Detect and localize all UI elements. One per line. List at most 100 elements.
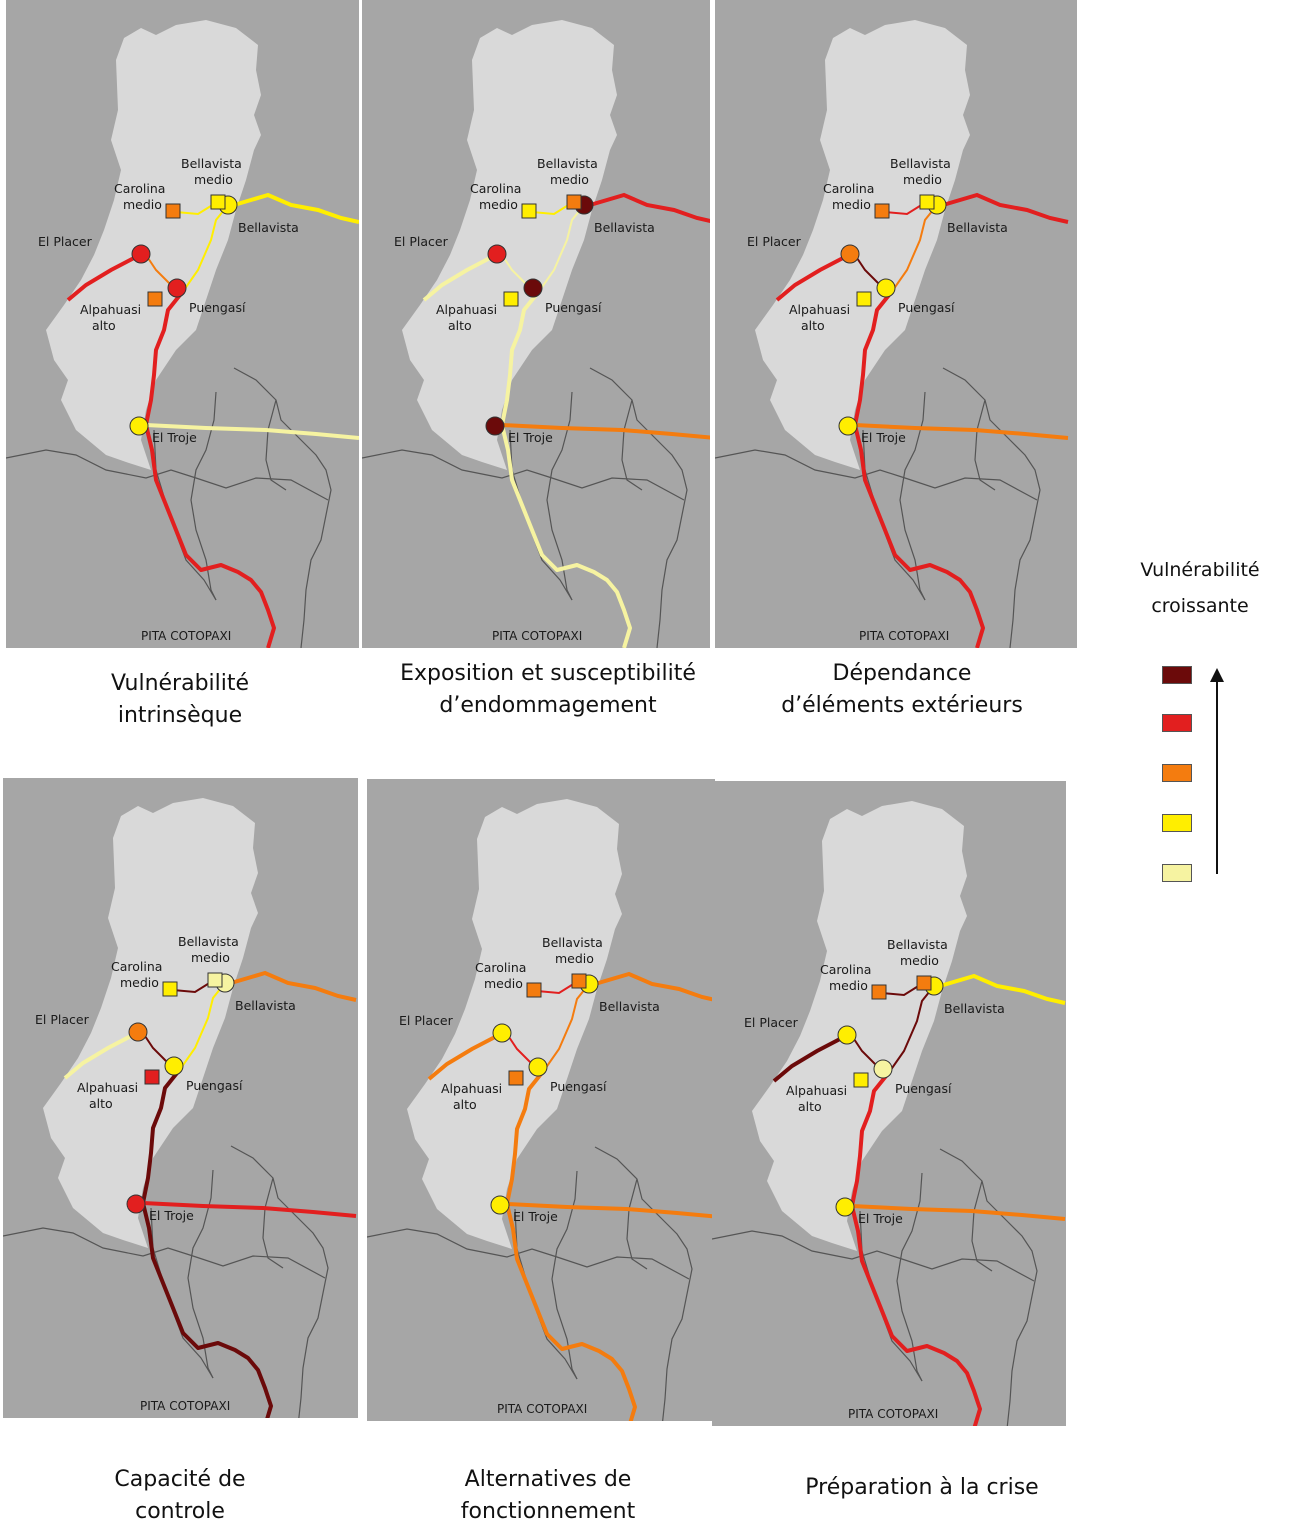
network-carolina-link — [531, 203, 571, 216]
legend-swatch-2 — [1162, 714, 1192, 732]
network-east-bellavista — [230, 970, 357, 1002]
caption-1: Vulnérabilité intrinsèque — [110, 671, 250, 728]
territory-area — [46, 20, 261, 470]
network-carolina-link — [881, 984, 921, 997]
district-boundary — [974, 399, 996, 491]
label-pita-cotopaxi: PITA COTOPAXI — [141, 629, 231, 643]
label-el-placer: El Placer — [38, 234, 93, 249]
label-puengasi: Puengasí — [550, 1079, 607, 1094]
district-boundary — [230, 1145, 329, 1418]
legend-title: Vulnérabilité croissante — [1140, 559, 1260, 617]
label-pita-cotopaxi: PITA COTOPAXI — [859, 629, 949, 643]
network-east-troje — [501, 423, 710, 440]
node-bellavista-medio — [571, 973, 587, 989]
district-boundary — [265, 399, 287, 491]
legend-swatch-3 — [1162, 764, 1192, 782]
label-el-troje: El Troje — [861, 430, 906, 445]
network-main-north — [141, 1066, 183, 1204]
label-bellavista-medio-1: Bellavista — [537, 156, 598, 171]
label-alpahuasi-alto-1: Alpahuasi — [789, 302, 850, 317]
label-bellavista-medio-1: Bellavista — [542, 935, 603, 950]
label-bellavista: Bellavista — [599, 999, 660, 1014]
network-east-troje — [145, 423, 359, 440]
label-alpahuasi-alto-1: Alpahuasi — [80, 302, 141, 317]
label-carolina-medio-2: medio — [832, 197, 871, 212]
node-puengasi — [873, 1059, 893, 1079]
district-boundary — [153, 429, 217, 601]
increasing-arrow — [1216, 678, 1218, 874]
network-carolina-link — [536, 982, 576, 995]
district-boundary — [262, 1177, 284, 1269]
label-bellavista: Bellavista — [594, 220, 655, 235]
label-bellavista-medio-1: Bellavista — [178, 934, 239, 949]
map-svg: BellavistamedioCarolinamedioBellavistaEl… — [712, 801, 1066, 1426]
network-puengasi-bellavista — [539, 204, 585, 291]
node-el-troje — [126, 1194, 146, 1214]
node-el-troje — [490, 1195, 510, 1215]
caption-5: Alternatives de fonctionnement — [460, 1467, 636, 1524]
label-bellavista: Bellavista — [944, 1001, 1005, 1016]
label-el-troje: El Troje — [858, 1211, 903, 1226]
label-pita-cotopaxi: PITA COTOPAXI — [848, 1407, 938, 1421]
network-carolina-link — [884, 203, 924, 216]
network-carolina-link — [172, 981, 212, 994]
node-el-troje — [835, 1197, 855, 1217]
district-boundary — [233, 367, 332, 648]
label-el-troje: El Troje — [152, 430, 197, 445]
district-boundary — [621, 399, 643, 491]
network-main-south — [505, 1203, 637, 1421]
legend-swatch-5 — [1162, 864, 1192, 882]
map-svg: BellavistamedioCarolinamedioBellavistaEl… — [3, 798, 357, 1418]
network-east-bellavista — [589, 192, 710, 223]
caption-4: Capacité de controle — [114, 1467, 246, 1524]
label-alpahuasi-alto-2: alto — [801, 318, 825, 333]
district-boundary — [862, 429, 926, 601]
network-main-north — [500, 288, 542, 426]
node-el-placer — [837, 1025, 857, 1045]
network-east-troje — [854, 423, 1069, 440]
label-alpahuasi-alto-2: alto — [453, 1097, 477, 1112]
label-el-troje: El Troje — [508, 430, 553, 445]
map-svg: BellavistamedioCarolinamedioBellavistaEl… — [367, 799, 715, 1421]
node-carolina-medio — [871, 984, 887, 1000]
label-carolina-medio-1: Carolina — [114, 181, 165, 196]
node-el-troje — [485, 416, 505, 436]
map-svg: BellavistamedioCarolinamedioBellavistaEl… — [6, 20, 359, 648]
label-alpahuasi-alto-1: Alpahuasi — [436, 302, 497, 317]
network-main-north — [850, 1069, 892, 1207]
map-svg: BellavistamedioCarolinamedioBellavistaEl… — [362, 20, 710, 648]
network-east-troje — [851, 1204, 1066, 1221]
caption-6: Préparation à la crise — [805, 1475, 1039, 1500]
network-east-troje — [142, 1201, 357, 1218]
network-east-bellavista — [939, 973, 1066, 1005]
label-carolina-medio-2: medio — [120, 975, 159, 990]
label-pita-cotopaxi: PITA COTOPAXI — [497, 1402, 587, 1416]
label-bellavista: Bellavista — [235, 998, 296, 1013]
label-el-placer: El Placer — [394, 234, 449, 249]
label-puengasi: Puengasí — [895, 1081, 952, 1096]
label-carolina-medio-1: Carolina — [820, 962, 871, 977]
node-alpahuasi-alto — [147, 291, 163, 307]
label-bellavista: Bellavista — [238, 220, 299, 235]
node-puengasi — [164, 1056, 184, 1076]
label-alpahuasi-alto-1: Alpahuasi — [441, 1081, 502, 1096]
legend-swatch-1 — [1162, 666, 1192, 684]
label-alpahuasi-alto-2: alto — [798, 1099, 822, 1114]
network-puengasi-bellavista — [180, 982, 226, 1069]
label-puengasi: Puengasí — [545, 300, 602, 315]
network-east-bellavista — [594, 971, 715, 1002]
label-bellavista-medio-2: medio — [900, 953, 939, 968]
label-bellavista-medio-1: Bellavista — [887, 937, 948, 952]
node-bellavista-medio — [207, 972, 223, 988]
network-main-south — [141, 1202, 273, 1418]
node-puengasi — [167, 278, 187, 298]
label-bellavista-medio-2: medio — [903, 172, 942, 187]
node-el-troje — [838, 416, 858, 436]
label-bellavista-medio-2: medio — [550, 172, 589, 187]
label-puengasi: Puengasí — [186, 1078, 243, 1093]
network-main-south — [850, 1205, 982, 1426]
